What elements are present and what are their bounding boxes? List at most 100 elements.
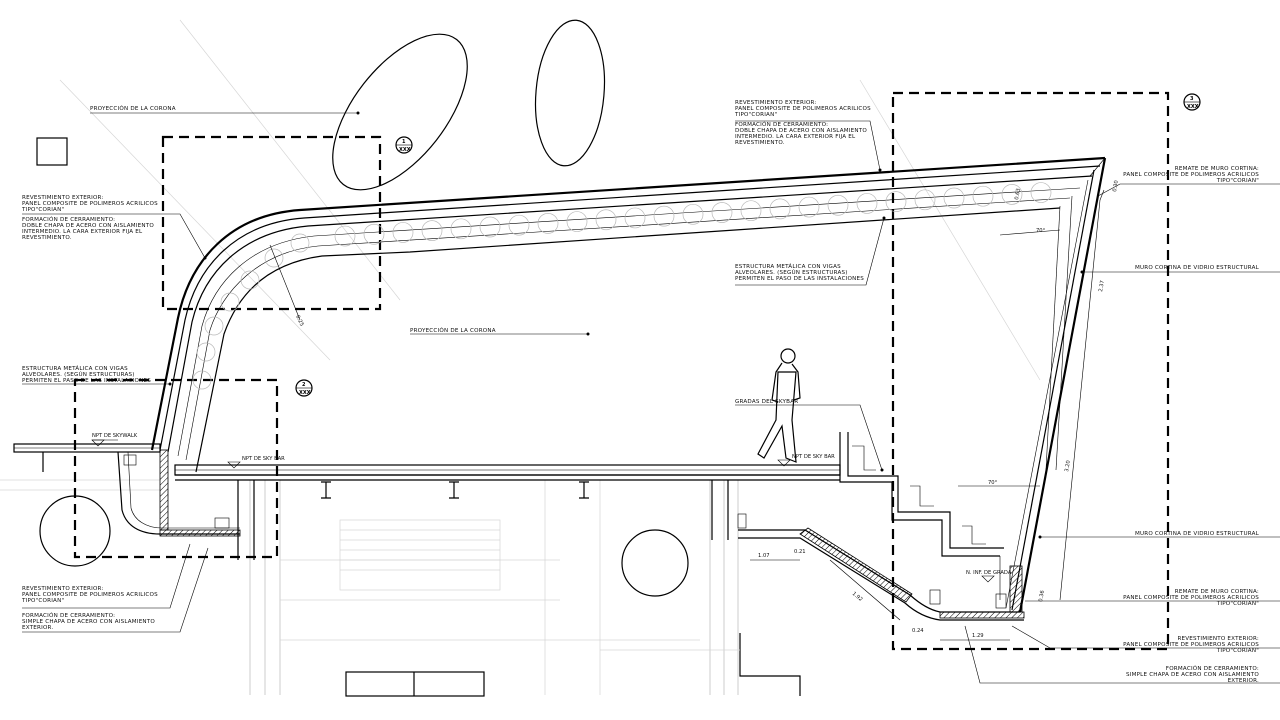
dim-320: 3.20 <box>1064 460 1072 472</box>
detail-3-number: 3 <box>1190 96 1194 102</box>
lower-envelope-right <box>737 513 1025 621</box>
level-markers <box>91 439 995 583</box>
label-rev-bl-3: TIPO"CORIAN" <box>21 598 64 604</box>
alveolar-hole <box>653 205 675 227</box>
label-form-br-3: EXTERIOR. <box>1228 678 1259 684</box>
label-muro-2: MURO CORTINA DE VIDRIO ESTRUCTURAL <box>1135 531 1260 537</box>
label-rev-left-1: REVESTIMIENTO EXTERIOR: <box>22 195 104 201</box>
alveolar-hole <box>220 292 240 312</box>
alveolar-hole <box>566 211 588 232</box>
dim-129: 1.29 <box>972 633 984 639</box>
alveolar-hole <box>192 370 212 390</box>
alveolar-hole <box>595 209 617 231</box>
label-remate-bot-3: TIPO"CORIAN" <box>1216 601 1259 607</box>
label-est-mid-2: ALVEOLARES. (SEGÚN ESTRUCTURAS) <box>735 269 848 276</box>
roof-envelope <box>150 156 1106 473</box>
detail-box-3 <box>891 91 1170 651</box>
level-skybar-2: NPT DE SKY BAR <box>792 454 835 460</box>
alveolar-hole <box>769 198 791 220</box>
label-est-left-2: ALVEOLARES. (SEGÚN ESTRUCTURAS) <box>22 371 135 378</box>
label-gradas: GRADAS DEL SKYBAR <box>735 399 798 405</box>
alveolar-hole <box>740 200 762 222</box>
label-rev-top-3: TIPO"CORIAN" <box>734 112 777 118</box>
alveolar-hole <box>479 216 501 238</box>
crown-projection-ellipse-1 <box>332 33 468 191</box>
label-form-top-4: REVESTIMIENTO. <box>735 140 785 146</box>
label-rev-br-3: TIPO"CORIAN" <box>1216 648 1259 654</box>
label-est-left-3: PERMITEN EL PASO DE LAS INSTALACIONES <box>22 378 151 384</box>
label-rev-left-3: TIPO"CORIAN" <box>21 207 64 213</box>
alveolar-hole <box>204 316 224 336</box>
label-rev-br-1: REVESTIMIENTO EXTERIOR: <box>1177 636 1259 642</box>
angle-70-top: 70° <box>1036 228 1046 234</box>
label-form-top-1: FORMACIÓN DE CERRAMIENTO: <box>735 121 828 128</box>
lower-envelope-left <box>117 449 241 537</box>
label-form-left-1: FORMACIÓN DE CERRAMIENTO: <box>22 216 115 223</box>
label-remate-bot-1: REMATE DE MURO CORTINA: <box>1175 589 1259 595</box>
label-form-left-3: INTERMEDIO. LA CARA EXTERIOR FIJA EL <box>22 229 143 235</box>
label-rev-bl-1: REVESTIMIENTO EXTERIOR: <box>22 586 104 592</box>
label-form-top-3: INTERMEDIO. LA CARA EXTERIOR FIJA EL <box>735 134 856 140</box>
alveolar-hole <box>972 185 994 207</box>
leader-lines <box>22 111 1280 684</box>
column-circle-left <box>39 495 111 567</box>
level-skybar: NPT DE SKY BAR <box>242 456 285 462</box>
label-proyeccion-mid: PROYECCIÓN DE LA CORONA <box>410 327 496 334</box>
dim-192: 1.92 <box>851 591 864 603</box>
alveolar-hole <box>363 223 385 245</box>
steel-beam <box>449 481 459 499</box>
steel-beam <box>579 481 589 499</box>
detail-2-sheet: XXX <box>299 390 311 396</box>
alveolar-hole <box>1001 184 1023 205</box>
alveolar-hole <box>1030 182 1052 203</box>
column-circle-center <box>621 529 689 597</box>
label-muro-1: MURO CORTINA DE VIDRIO ESTRUCTURAL <box>1135 265 1260 271</box>
label-remate-top-3: TIPO"CORIAN" <box>1216 178 1259 184</box>
label-form-bl-2: SIMPLE CHAPA DE ACERO CON AISLAMIENTO <box>22 619 155 625</box>
label-form-left-4: REVESTIMIENTO. <box>22 235 72 241</box>
label-est-mid-1: ESTRUCTURA METÁLICA CON VIGAS <box>735 263 841 270</box>
alveolar-hole <box>885 191 907 212</box>
label-form-br-2: SIMPLE CHAPA DE ACERO CON AISLAMIENTO <box>1126 672 1259 678</box>
alveolar-hole <box>827 194 849 216</box>
dim-107: 1.07 <box>758 553 770 559</box>
person-figure-icon <box>757 348 801 463</box>
alveolar-holes <box>192 182 1052 390</box>
detail-box-1 <box>161 135 382 311</box>
dimension-lines <box>269 189 1105 641</box>
floor-slab <box>13 443 841 560</box>
dim-063: 0.63 <box>1014 188 1022 200</box>
alveolar-hole <box>196 342 216 362</box>
alveolar-hole <box>943 187 965 209</box>
label-form-left-2: DOBLE CHAPA DE ACERO CON AISLAMIENTO <box>22 223 154 229</box>
alveolar-hole <box>711 202 733 223</box>
label-form-br-1: FORMACIÓN DE CERRAMIENTO: <box>1166 665 1259 672</box>
alveolar-hole <box>450 218 472 240</box>
alveolar-hole <box>240 270 260 290</box>
steel-beam <box>321 481 331 499</box>
label-remate-top-1: REMATE DE MURO CORTINA: <box>1175 166 1259 172</box>
label-est-left-1: ESTRUCTURA METÁLICA CON VIGAS <box>22 365 128 372</box>
alveolar-hole <box>682 203 704 225</box>
bleachers <box>839 432 1004 600</box>
angle-70-bottom: 70° <box>988 480 998 486</box>
alveolar-hole <box>624 207 646 229</box>
dim-r1: 0.25 <box>294 314 304 327</box>
dim-036: 0.36 <box>1038 590 1046 602</box>
alveolar-hole <box>798 196 820 218</box>
alveolar-hole <box>421 220 443 241</box>
label-rev-br-2: PANEL COMPOSITE DE POLIMEROS ACRILICOS <box>1123 642 1259 648</box>
label-remate-top-2: PANEL COMPOSITE DE POLIMEROS ACRILICOS <box>1123 172 1259 178</box>
label-proyeccion-top: PROYECCIÓN DE LA CORONA <box>90 105 176 112</box>
label-remate-bot-2: PANEL COMPOSITE DE POLIMEROS ACRILICOS <box>1123 595 1259 601</box>
alveolar-hole <box>914 189 936 211</box>
label-rev-top-2: PANEL COMPOSITE DE POLIMEROS ACRILICOS <box>735 106 871 112</box>
label-rev-left-2: PANEL COMPOSITE DE POLIMEROS ACRILICOS <box>22 201 158 207</box>
background-lines <box>0 19 1041 697</box>
level-skywalk: NPT DE SKYWALK <box>92 433 138 439</box>
alveolar-hole <box>537 213 559 234</box>
label-form-bl-1: FORMACIÓN DE CERRAMIENTO: <box>22 612 115 619</box>
label-est-mid-3: PERMITEN EL PASO DE LAS INSTALACIONES <box>735 276 864 282</box>
small-square <box>36 137 68 166</box>
detail-1-sheet: XXX <box>399 147 411 153</box>
